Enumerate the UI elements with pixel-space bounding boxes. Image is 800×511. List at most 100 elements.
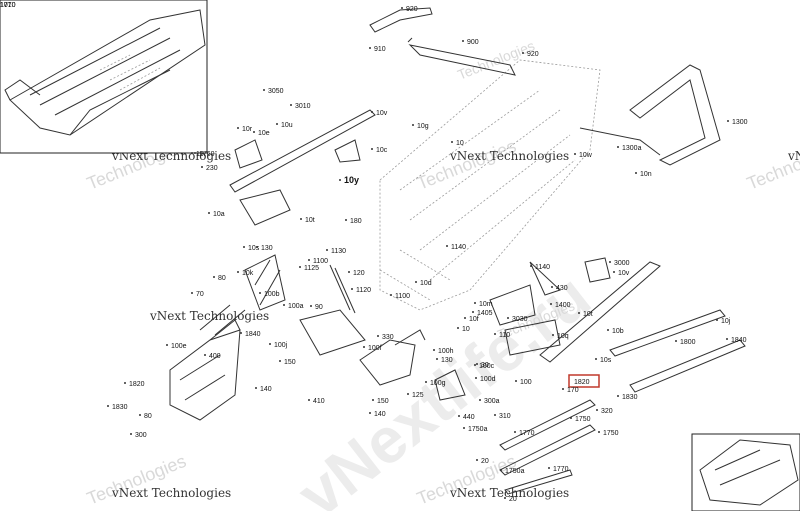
callout-140[interactable]: 140 <box>374 411 386 418</box>
callout-180[interactable]: 180 <box>350 218 362 225</box>
callout-1840[interactable]: 1840 <box>245 331 261 338</box>
callout-1750[interactable]: 1750 <box>603 430 619 437</box>
callout-1820[interactable]: 1820 <box>129 381 145 388</box>
callout-80[interactable]: 80 <box>218 275 226 282</box>
callout-10r[interactable]: 10r <box>242 126 253 133</box>
callout-10a[interactable]: 10a <box>213 211 225 218</box>
callout-130[interactable]: 130 <box>441 357 453 364</box>
callout-440[interactable]: 440 <box>463 414 475 421</box>
callout-10m[interactable]: 10m <box>479 301 493 308</box>
callout-10[interactable]: 10 <box>462 326 470 333</box>
callout-125[interactable]: 125 <box>412 392 424 399</box>
callout-dot <box>515 380 517 382</box>
callout-10j[interactable]: 10j <box>721 318 731 325</box>
callout-230[interactable]: 230 <box>206 165 218 172</box>
callout-3030[interactable]: 3030 <box>512 316 528 323</box>
callout-20[interactable]: 20 <box>509 496 517 503</box>
callout-1125[interactable]: 1125 <box>304 265 319 272</box>
callout-1770[interactable]: 1770 <box>0 2 16 9</box>
callout-1140[interactable]: 1140 <box>535 264 550 271</box>
callout-10b[interactable]: 10b <box>612 328 624 335</box>
callout-150[interactable]: 150 <box>377 398 389 405</box>
callout-1830[interactable]: 1830 <box>112 404 128 411</box>
callout-30[interactable]: 30 <box>481 362 489 369</box>
callout-10[interactable]: 10 <box>0 2 8 9</box>
callout-70[interactable]: 70 <box>196 291 204 298</box>
callout-10d[interactable]: 10d <box>420 280 432 287</box>
callout-100b[interactable]: 100b <box>264 291 280 298</box>
callout-100f[interactable]: 100f <box>368 345 382 352</box>
callout-10v[interactable]: 10v <box>618 270 630 277</box>
callout-100e[interactable]: 100e <box>171 343 187 350</box>
callout-1770[interactable]: 1770 <box>519 430 535 437</box>
callout-310[interactable]: 310 <box>499 413 511 420</box>
callout-3000[interactable]: 3000 <box>614 260 630 267</box>
callout-1130[interactable]: 1130 <box>331 248 346 255</box>
callout-110[interactable]: 110 <box>499 332 510 339</box>
callout-10g[interactable]: 10g <box>417 123 429 130</box>
callout-10k[interactable]: 10k <box>242 270 254 277</box>
callout-1770[interactable]: 1770 <box>553 466 569 473</box>
callout-10y[interactable]: 10y <box>344 175 359 185</box>
highlighted-callout[interactable]: 1820 <box>568 374 600 388</box>
callout-130[interactable]: 130 <box>261 245 273 252</box>
callout-10t[interactable]: 10t <box>583 311 593 318</box>
callout-1840[interactable]: 1840 <box>731 337 747 344</box>
callout-20[interactable]: 20 <box>481 458 489 465</box>
callout-150[interactable]: 150 <box>284 359 296 366</box>
callout-1100[interactable]: 1100 <box>313 258 328 265</box>
callout-410[interactable]: 410 <box>313 398 325 405</box>
callout-100h[interactable]: 100h <box>438 348 454 355</box>
callout-10e[interactable]: 10e <box>258 130 270 137</box>
callout-10u[interactable]: 10u <box>281 122 293 129</box>
callout-170[interactable]: 170 <box>567 387 579 394</box>
callout-10v[interactable]: 10v <box>376 110 388 117</box>
callout-920[interactable]: 920 <box>406 6 418 13</box>
callout-1760[interactable]: 1760 <box>199 151 215 158</box>
callout-1750a[interactable]: 1750a <box>505 468 525 475</box>
callout-100[interactable]: 100 <box>520 379 532 386</box>
callout-900[interactable]: 900 <box>467 39 479 46</box>
callout-3050[interactable]: 3050 <box>268 88 284 95</box>
callout-1120[interactable]: 1120 <box>356 287 371 294</box>
callout-1400[interactable]: 1400 <box>555 302 571 309</box>
callout-100a[interactable]: 100a <box>288 303 304 310</box>
callout-1300[interactable]: 1300 <box>732 119 748 126</box>
callout-300[interactable]: 300 <box>135 432 147 439</box>
callout-1710[interactable]: 1710 <box>0 2 16 9</box>
callout-920[interactable]: 920 <box>527 51 539 58</box>
callout-330[interactable]: 330 <box>382 334 394 341</box>
callout-320[interactable]: 320 <box>601 408 613 415</box>
callout-100c[interactable]: 100c <box>479 363 495 370</box>
callout-430[interactable]: 430 <box>556 285 568 292</box>
callout-10q[interactable]: 10q <box>557 333 569 340</box>
callout-1300a[interactable]: 1300a <box>622 145 642 152</box>
callout-1750[interactable]: 1750 <box>575 416 591 423</box>
callout-90[interactable]: 90 <box>315 304 323 311</box>
callout-10s[interactable]: 10s <box>600 357 612 364</box>
callout-400[interactable]: 400 <box>209 353 221 360</box>
callout-100g[interactable]: 100g <box>430 380 446 387</box>
callout-10w[interactable]: 10w <box>579 152 593 159</box>
callout-300a[interactable]: 300a <box>484 398 500 405</box>
callout-10s[interactable]: 10s <box>248 245 260 252</box>
callout-10[interactable]: 10 <box>456 140 464 147</box>
callout-1100[interactable]: 1100 <box>395 293 410 300</box>
callout-910[interactable]: 910 <box>374 46 386 53</box>
callout-1405[interactable]: 1405 <box>477 310 493 317</box>
callout-80[interactable]: 80 <box>144 413 152 420</box>
callout-1140[interactable]: 1140 <box>451 244 466 251</box>
callout-100d[interactable]: 100d <box>480 376 496 383</box>
callout-3010[interactable]: 3010 <box>295 103 311 110</box>
callout-10c[interactable]: 10c <box>376 147 388 154</box>
callout-1800[interactable]: 1800 <box>680 339 696 346</box>
callout-100j[interactable]: 100j <box>274 342 288 349</box>
callout-10[interactable]: 10 <box>196 151 204 158</box>
callout-10f[interactable]: 10f <box>469 316 479 323</box>
callout-10t[interactable]: 10t <box>305 217 315 224</box>
callout-120[interactable]: 120 <box>353 270 365 277</box>
callout-140[interactable]: 140 <box>260 386 272 393</box>
callout-1750a[interactable]: 1750a <box>468 426 488 433</box>
callout-10n[interactable]: 10n <box>640 171 652 178</box>
callout-1830[interactable]: 1830 <box>622 394 638 401</box>
